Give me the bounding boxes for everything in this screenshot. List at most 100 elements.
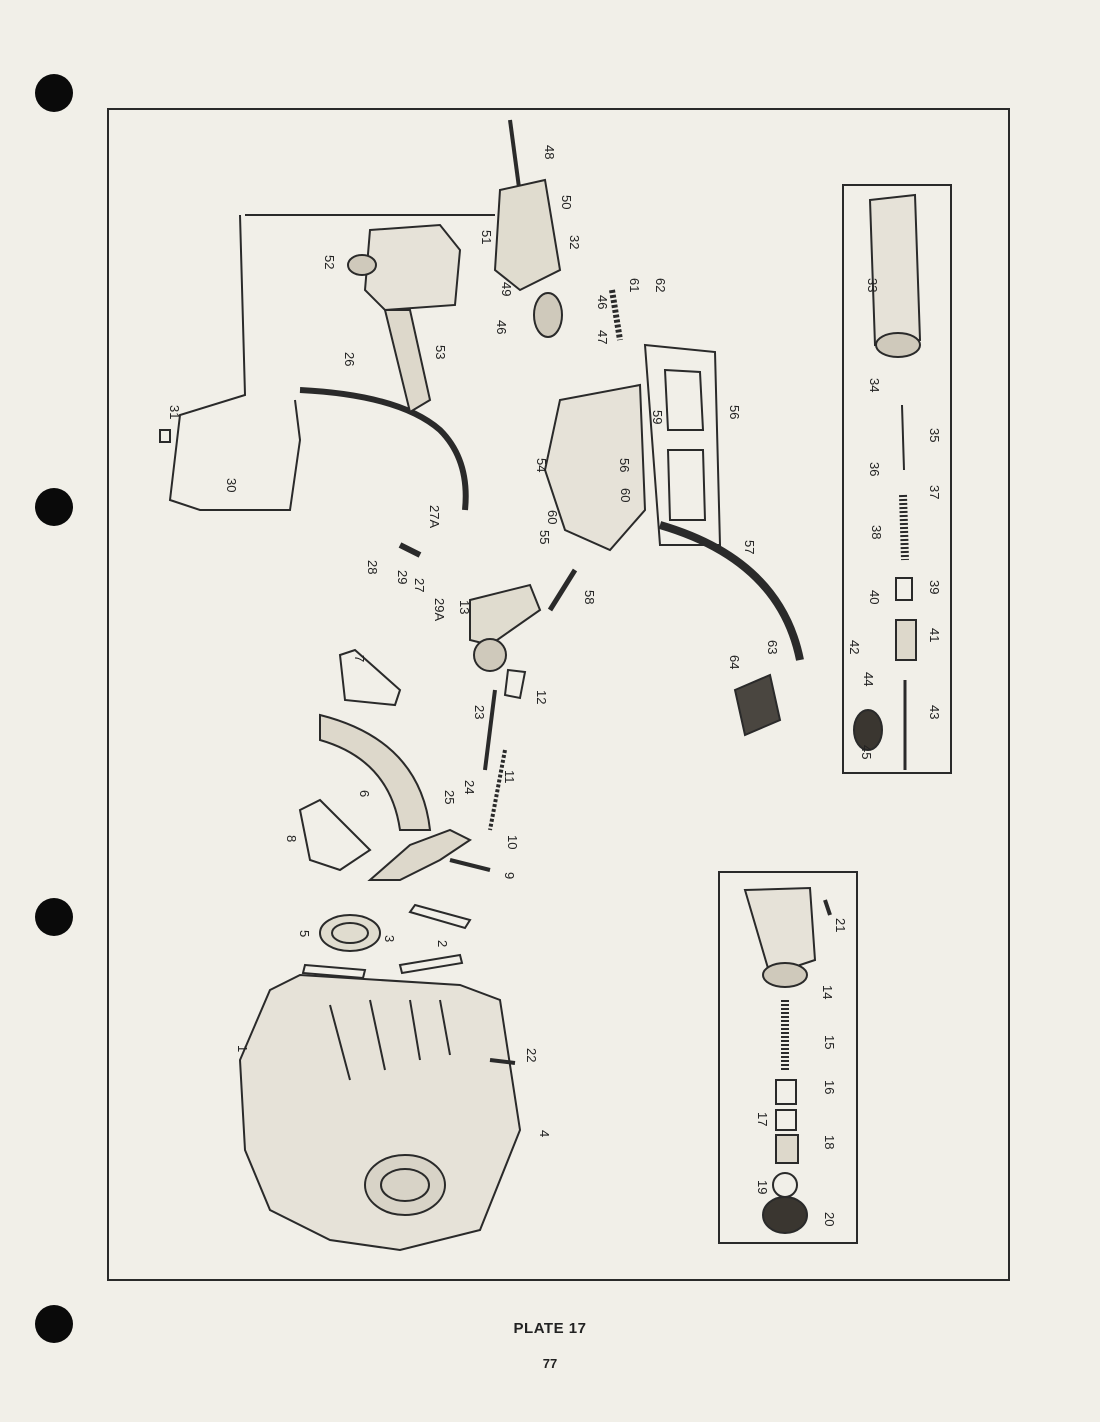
callout: 25 [442,790,457,804]
bolt-58 [547,568,578,612]
callout: 27A [427,505,442,528]
callout: 61 [627,278,642,292]
callout: 60 [618,488,633,502]
callout: 64 [727,655,742,669]
callout: 44 [861,672,876,686]
callout: 29 [395,570,410,584]
valve-stem-35 [901,404,905,471]
callout: 13 [457,600,472,614]
binder-hole [35,898,73,936]
fluid-reservoir-part [363,223,462,312]
callout: 45 [859,745,874,759]
slave-cylinder-body-14 [743,886,817,977]
pipe-48 [508,119,522,196]
callout: 57 [742,540,757,554]
callout: 19 [755,1180,770,1194]
spring-38 [899,494,909,561]
callout: 38 [869,525,884,539]
callout: 23 [472,705,487,719]
callout: 26 [342,352,357,366]
reservoir-bracket [383,309,432,414]
binder-hole [35,488,73,526]
callout: 32 [567,235,582,249]
callout: 36 [867,462,882,476]
callout: 49 [499,282,514,296]
dust-cover-45 [853,709,883,751]
boot-20 [762,1196,808,1234]
gasket-strip-3 [301,963,367,980]
callout: 40 [867,590,882,604]
callout: 4 [537,1130,552,1137]
pedal-box-gasket [643,343,722,546]
pedal-pad [733,673,782,737]
binder-hole [35,74,73,112]
callout: 8 [284,835,299,842]
cover-plate-part [319,713,432,831]
plunger-41 [895,619,917,661]
callout: 53 [433,345,448,359]
callout: 35 [927,428,942,442]
pipe-clip [159,429,171,443]
push-rod [483,689,497,771]
callout: 55 [537,530,552,544]
slave-cylinder-inset-box [718,871,858,1244]
callout-labels: 1 2 3 4 5 6 7 8 9 10 11 12 13 14 15 16 1… [167,145,942,1226]
callout: 56 [727,405,742,419]
callout: 9 [502,872,517,879]
callout: 31 [167,405,182,419]
plate-caption: PLATE 17 [513,1320,587,1337]
return-spring [488,749,507,831]
callout: 48 [542,145,557,159]
diagram-frame [107,108,1010,1281]
cup-17 [775,1109,797,1131]
callout: 3 [382,935,397,942]
bleed-screw-21 [823,899,832,916]
callout: 60 [545,510,560,524]
callout: 47 [595,330,610,344]
callout: 14 [820,985,835,999]
callout: 46 [494,320,509,334]
callout: 17 [755,1112,770,1126]
callout: 1 [235,1045,250,1052]
callout: 12 [534,690,549,704]
clevis-12 [503,668,527,700]
callout: 15 [822,1035,837,1049]
rigid-pipe [168,214,302,511]
master-cylinder-32 [493,178,562,292]
bracket-7 [338,648,402,707]
callout: 10 [505,835,520,849]
pedal-spring [609,289,623,341]
bracket-8 [298,798,372,872]
callout: 27 [412,578,427,592]
slave-cylinder-part [469,583,542,672]
banjo-bolt [398,542,422,558]
circlip-19 [772,1172,798,1198]
pivot-pin [449,858,491,872]
callout: 18 [822,1135,837,1149]
callout: 37 [927,485,942,499]
master-cylinder-body-33 [868,193,922,347]
callout: 21 [833,918,848,932]
master-cylinder-inset-box [842,184,952,774]
callout: 20 [822,1212,837,1226]
callout: 39 [927,580,942,594]
callout: 52 [322,255,337,269]
callout: 54 [534,458,549,472]
clutch-fork-part [367,828,472,881]
page-number: 77 [542,1356,558,1371]
oil-seal-part [319,914,381,952]
callout: 28 [365,560,380,574]
callout: 58 [582,590,597,604]
callout: 62 [653,278,668,292]
callout: 30 [224,478,239,492]
callout: 46 [595,295,610,309]
callout: 50 [559,195,574,209]
gasket-strip-2b [398,953,464,975]
cup-filler-16 [775,1079,797,1105]
spring-retainer-39 [895,577,913,601]
callout: 16 [822,1080,837,1094]
stud-22 [489,1058,516,1065]
callout: 22 [524,1048,539,1062]
callout: 6 [357,790,372,797]
